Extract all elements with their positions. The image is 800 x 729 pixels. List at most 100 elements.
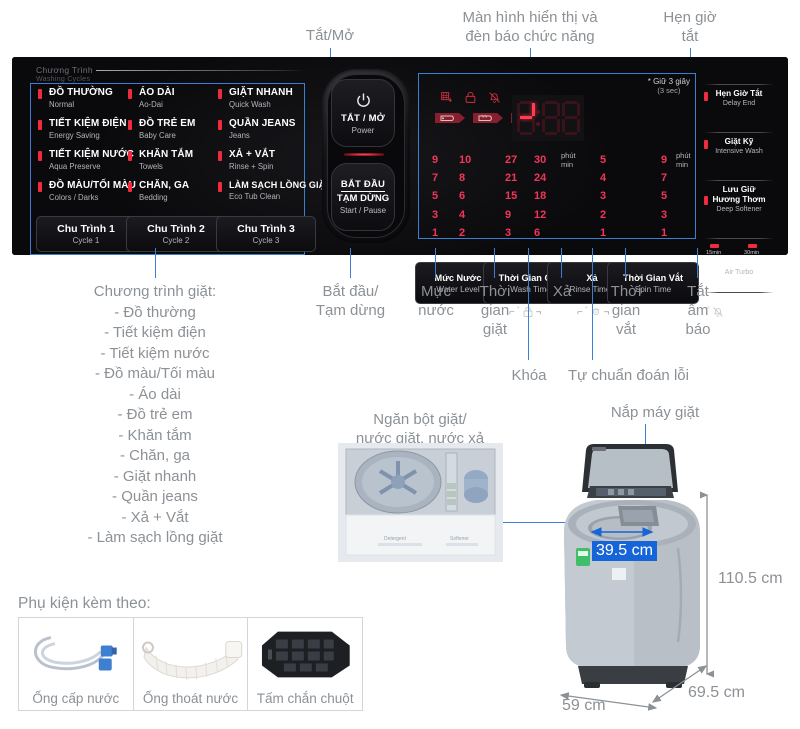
air-turbo-feature[interactable]: 15min 30min Vắt Khô Air Turbo [702,238,776,276]
cycle-label-vn: ĐỒ MÀU/TỐI MÀU [49,180,136,191]
cycle-1-button[interactable]: Chu Trình 1 Cycle 1 [36,216,136,252]
cycle-button-label-en: Cycle 3 [252,236,280,245]
option-label-en: Rinse Times [569,284,615,294]
connector-lid [645,424,647,454]
cycle-led-icon [128,181,132,192]
cycles-column-3: GIẶT NHANH Quick Wash QUẦN JEANS Jeans X… [218,87,331,210]
sound-off-combo[interactable]: * [707,306,724,318]
depth-dimension-arrow [651,665,708,703]
cycle-item[interactable]: TIẾT KIỆM NƯỚC Aqua Preserve [38,149,136,171]
cycle-3-button[interactable]: Chu Trình 3 Cycle 3 [216,216,316,252]
option-label-en: Water Level [436,284,480,294]
cycle-label-vn: CHĂN, GA [139,180,190,191]
cycle-label-en: Ao-Dai [139,99,163,109]
connector-rinse [561,248,563,278]
matrix-value: 4 [600,172,607,185]
cycle-item[interactable]: QUẦN JEANS Jeans [218,118,331,140]
cycle-label-en: Towels [139,161,163,171]
option-label-vn: Thời Gian Giặt [498,272,563,283]
callout-spin-time: Thời gian vắt [610,283,642,338]
feature-label-en: Delay End [722,100,756,107]
matrix-value: 4 [459,208,466,221]
feature-label-vn: Vắt Khô [723,258,755,267]
matrix-value: 27 [505,154,518,166]
sound-off-icon [489,92,500,103]
cycle-label-vn: GIẶT NHANH [229,87,293,98]
cycle-item[interactable]: TIẾT KIỆM ĐIỆN Energy Saving [38,118,136,140]
child-lock-icon [523,306,533,317]
drawer-detergent-text: Detergent [384,536,407,542]
cycle-item[interactable]: KHĂN TẮM Towels [128,149,195,171]
accessory-item: Ống cấp nước [19,618,134,710]
control-panel: Chương Trình Washing Cycles ĐỒ THƯỜNG No… [12,57,788,318]
width-dimension-arrow [559,692,658,711]
callout-delay-timer: Hẹn giờ tắt [663,9,717,45]
cycle-2-button[interactable]: Chu Trình 2 Cycle 2 [126,216,226,252]
air-turbo-led-15min-icon [710,244,719,248]
rinse-stage-icon [473,113,503,123]
child-lock-combo[interactable]: ⌐ * ¬ [509,306,541,318]
cycle-label-en: Baby Care [139,130,176,140]
power-button[interactable]: TẮT / MỞ Power [331,79,395,147]
cycles-highlight-box [30,83,305,255]
matrix-value: 9 [661,154,668,166]
cycles-column-2: ÁO DÀI Ao-Dai ĐỒ TRẺ EM Baby Care KHĂN T… [128,87,195,211]
spin-time-button[interactable]: Thời Gian Vắt Spin Time [607,262,699,304]
cycle-led-icon [218,119,222,130]
callout-lock: Khóa [511,367,547,384]
connector-wash-time [494,248,496,278]
segment-colon [535,101,541,135]
segment-digit-1 [516,101,535,135]
divider [704,238,774,239]
cycle-item[interactable]: ĐỒ THƯỜNG Normal [38,87,136,109]
connector-start-pause [350,248,352,278]
cycle-led-icon [128,119,132,130]
seven-segment-display [512,95,584,141]
matrix-value: 3 [432,208,439,221]
drain-hose-art [134,618,248,691]
matrix-value: 8 [459,172,466,185]
cycle-item[interactable]: ĐỒ MÀU/TỐI MÀU Colors / Darks [38,180,136,202]
callout-water-level: Mực nước [418,283,454,319]
cycle-led-icon [38,119,42,130]
delay-end-feature[interactable]: Hẹn Giờ Tắt Delay End [702,84,776,107]
wash-stage-icon [435,113,465,123]
matrix-value: 24 [534,172,547,185]
wash-time-col-a: 27 21 15 9 3 [505,151,517,242]
bracket-left-icon: ⌐ [509,306,515,318]
connector-drawer-to-machine [503,522,589,524]
cycle-item[interactable]: CHĂN, GA Bedding [128,180,195,202]
cycle-item[interactable]: ÁO DÀI Ao-Dai [128,87,195,109]
cycle-label-vn: ĐỒ TRẺ EM [139,118,196,129]
callout-diagnosis: Tự chuẩn đoán lỗi [568,367,689,384]
inlet-hose-icon [33,636,117,671]
power-button-label-vn: TẮT / MỞ [340,112,385,124]
start-pause-button[interactable]: BẮT ĐẦU TẠM DỪNG Start / Pause [331,163,395,231]
feature-led-icon [704,140,708,149]
cycle-item[interactable]: LÀM SẠCH LỒNG GIẶT Eco Tub Clean [218,180,331,201]
cycle-label-en: Energy Saving [49,130,100,140]
cycle-label-vn: ĐỒ THƯỜNG [49,87,113,98]
deep-softener-feature[interactable]: Lưu Giữ Hương Thơm Deep Softener [702,180,776,213]
power-button-label-en: Power [351,125,375,135]
air-turbo-30min-label: 30min [744,250,760,256]
accessory-label: Ống thoát nước [142,691,239,706]
connector-water-level [435,248,437,278]
cycle-item[interactable]: GIẶT NHANH Quick Wash [218,87,331,109]
status-led [344,153,384,156]
divider [704,180,774,181]
intensive-wash-feature[interactable]: Giặt Kỹ Intensive Wash [702,132,776,155]
cycle-label-vn: LÀM SẠCH LỒNG GIẶT [229,180,331,190]
drawer-illustration: Detergent Softener [338,443,503,562]
cycle-label-vn: XẢ + VẮT [229,149,276,160]
cycle-label-en: Colors / Darks [49,192,99,202]
matrix-value: 7 [661,172,668,185]
connector-cycles-list [155,248,157,278]
rat-guard-icon [262,631,351,678]
cycle-item[interactable]: ĐỒ TRẺ EM Baby Care [128,118,195,140]
matrix-value: 9 [505,208,512,221]
cycle-item[interactable]: XẢ + VẮT Rinse + Spin [218,149,331,171]
feature-label-vn: Hẹn Giờ Tắt [715,89,763,98]
asterisk-icon: * [516,305,520,313]
cycle-label-en: Aqua Preserve [49,161,101,171]
